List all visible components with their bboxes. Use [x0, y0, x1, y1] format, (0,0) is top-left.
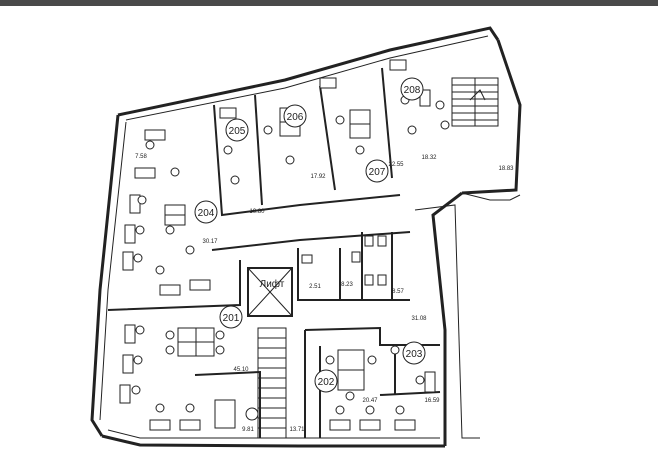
wall-east-top: [461, 39, 522, 195]
room-number-204: 204: [198, 208, 215, 219]
area-label-8-57: 8.57: [392, 289, 404, 295]
wall-south: [101, 434, 445, 448]
area-label-18-83: 18.83: [498, 166, 514, 172]
room-circle-208: [400, 77, 424, 101]
room-circle-203: [402, 341, 426, 365]
interior-walls: [107, 67, 441, 438]
room-number-203: 203: [406, 349, 423, 360]
area-label-9-81: 9.81: [242, 427, 254, 433]
area-label-2-51: 2.51: [309, 284, 321, 290]
wall-west-inner: [99, 121, 127, 421]
room-number-205: 205: [229, 126, 246, 137]
lift-label: Лифт: [260, 278, 285, 290]
outer-walls: [90, 26, 522, 448]
wall-north: [117, 26, 500, 117]
stair-central: [257, 327, 287, 439]
room-number-202: 202: [318, 377, 335, 388]
area-label-7-58: 7.58: [135, 154, 147, 160]
room-number-208: 208: [404, 85, 421, 96]
lift-shaft: [247, 267, 293, 317]
room-circle-204: [194, 200, 218, 224]
room-area-208: 18.32: [421, 155, 437, 161]
room-circle-202: [314, 369, 338, 393]
stair-ne: [451, 77, 499, 127]
top-bar: [0, 0, 658, 6]
toilets: [301, 235, 387, 286]
wall-far-east: [461, 192, 521, 201]
wall-east-lower: [431, 191, 463, 446]
room-area-202: 20.47: [362, 398, 378, 404]
desks: [119, 59, 436, 431]
room-circle-207: [365, 159, 389, 183]
room-area-207: 22.55: [388, 162, 404, 168]
room-number-206: 206: [287, 112, 304, 123]
area-label-8-23: 8.23: [341, 282, 353, 288]
chairs: [131, 95, 450, 421]
room-area-205: 19.80: [249, 209, 265, 215]
room-circles: [194, 77, 426, 393]
room-area-204: 30.17: [202, 239, 218, 245]
room-circle-205: [225, 118, 249, 142]
area-label-13-71: 13.71: [289, 427, 305, 433]
room-area-203: 16.59: [424, 398, 440, 404]
room-area-201: 45.10: [233, 367, 249, 373]
wall-west: [90, 114, 120, 437]
room-number-201: 201: [223, 313, 240, 324]
room-number-207: 207: [369, 167, 386, 178]
area-label-31-08: 31.08: [411, 316, 427, 322]
room-area-206: 17.92: [310, 174, 326, 180]
wall-north-inner: [125, 35, 489, 121]
room-circle-206: [283, 104, 307, 128]
wall-far-east-2: [414, 204, 480, 439]
wall-south-inner: [107, 429, 440, 439]
room-circle-201: [219, 305, 243, 329]
